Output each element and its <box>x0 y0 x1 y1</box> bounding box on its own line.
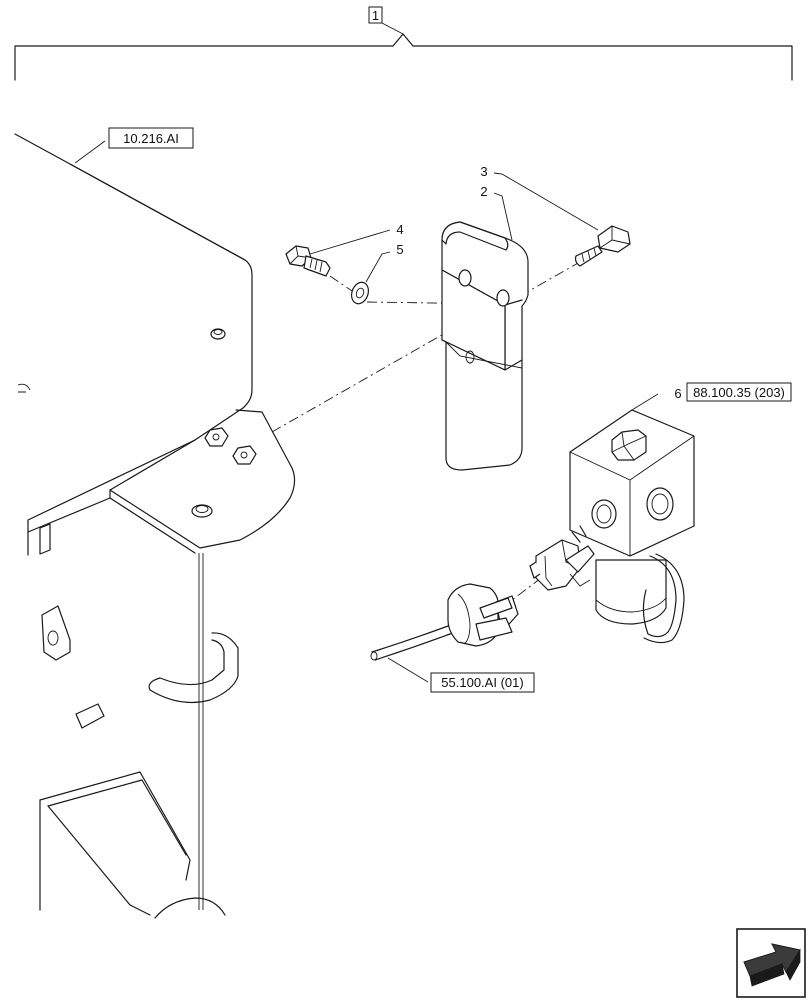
washer-item-5 <box>350 281 370 305</box>
callout-number-5: 5 <box>396 242 403 257</box>
frame-housing <box>14 133 296 919</box>
valve-item-6 <box>529 409 695 644</box>
callout-3: 3 <box>480 164 599 231</box>
bolt-item-3 <box>574 225 631 267</box>
reference-box-frame <box>108 127 194 149</box>
reference-box-valve <box>686 382 792 402</box>
bracket-item-2 <box>441 221 529 471</box>
harness-connector <box>370 583 519 661</box>
callout-6: 6 <box>674 386 681 401</box>
bolt-item-4 <box>285 245 331 277</box>
assembly-callout-label[interactable]: 1 <box>372 8 379 23</box>
callout-5: 5 <box>365 242 404 283</box>
reference-label-frame[interactable]: 10.216.AI <box>123 131 179 146</box>
assembly-bracket: 1 <box>14 6 793 81</box>
callout-number-2: 2 <box>480 184 487 199</box>
callout-2: 2 <box>480 184 513 241</box>
reference-label-valve[interactable]: 88.100.35 (203) <box>693 385 785 400</box>
reference-label-harness[interactable]: 55.100.AI (01) <box>441 675 523 690</box>
next-page-arrow-icon[interactable] <box>736 928 806 998</box>
callout-number-3: 3 <box>480 164 487 179</box>
callout-number-4: 4 <box>396 222 403 237</box>
reference-box-harness <box>430 672 535 693</box>
assembly-callout-box <box>368 6 383 24</box>
callout-number-6: 6 <box>674 386 681 401</box>
callout-4: 4 <box>309 222 404 255</box>
